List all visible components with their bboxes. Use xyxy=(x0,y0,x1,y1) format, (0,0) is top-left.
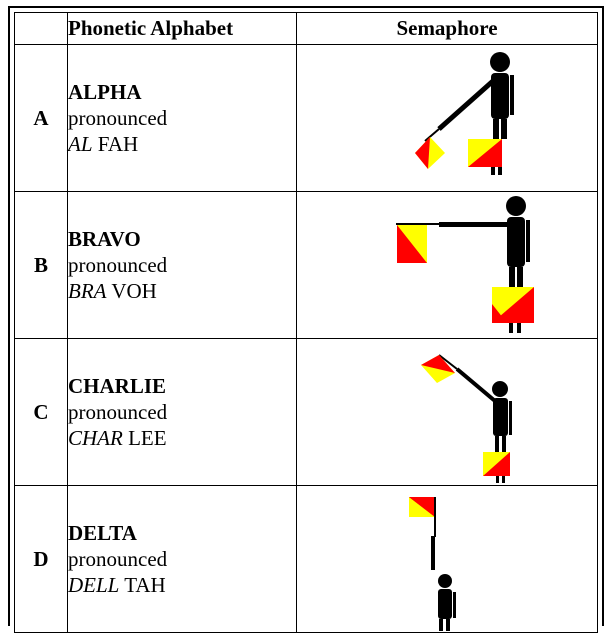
table-row: B BRAVO pronounced BRA VOH xyxy=(14,191,598,339)
pronunciation-rest: FAH xyxy=(92,132,139,156)
row-letter: D xyxy=(14,485,68,633)
semaphore-b-icon xyxy=(396,196,534,333)
pronunciation-rest: VOH xyxy=(106,279,157,303)
phonetic-word: BRAVO xyxy=(68,227,141,251)
phonetic-semaphore-table: Phonetic Alphabet Semaphore A ALPHA pron… xyxy=(14,12,598,633)
row-letter: C xyxy=(14,338,68,486)
pronunciation-stress: CHAR xyxy=(68,426,123,450)
pronunciation: AL FAH xyxy=(68,131,296,157)
semaphore-cell xyxy=(296,191,598,339)
pronunciation-stress: AL xyxy=(68,132,93,156)
table-outer-frame xyxy=(8,6,604,626)
semaphore-cell xyxy=(296,338,598,486)
table-row: C CHARLIE pronounced CHAR LEE xyxy=(14,338,598,486)
semaphore-d-icon xyxy=(409,497,456,631)
row-phonetic: CHARLIE pronounced CHAR LEE xyxy=(67,338,297,486)
row-phonetic: DELTA pronounced DELL TAH xyxy=(67,485,297,633)
semaphore-a-icon xyxy=(415,52,514,175)
header-row: Phonetic Alphabet Semaphore xyxy=(14,12,598,45)
table-row: D DELTA pronounced DELL TAH xyxy=(14,485,598,633)
table-row: A ALPHA pronounced AL FAH xyxy=(14,44,598,192)
pronunciation: BRA VOH xyxy=(68,278,296,304)
pronounced-label: pronounced xyxy=(68,253,168,277)
pronounced-label: pronounced xyxy=(68,400,168,424)
phonetic-word: CHARLIE xyxy=(68,374,167,398)
pronounced-label: pronounced xyxy=(68,547,168,571)
pronunciation-rest: LEE xyxy=(122,426,167,450)
semaphore-c-icon xyxy=(421,354,512,483)
row-letter: B xyxy=(14,191,68,339)
pronunciation-rest: TAH xyxy=(119,573,166,597)
semaphore-cell xyxy=(296,44,598,192)
pronunciation-stress: BRA xyxy=(68,279,107,303)
header-phonetic-alphabet: Phonetic Alphabet xyxy=(67,12,297,45)
header-letter xyxy=(14,12,68,45)
row-phonetic: BRAVO pronounced BRA VOH xyxy=(67,191,297,339)
pronunciation-stress: DELL xyxy=(68,573,120,597)
row-phonetic: ALPHA pronounced AL FAH xyxy=(67,44,297,192)
header-semaphore: Semaphore xyxy=(296,12,598,45)
pronounced-label: pronounced xyxy=(68,106,168,130)
row-letter: A xyxy=(14,44,68,192)
pronunciation: DELL TAH xyxy=(68,572,296,598)
phonetic-word: DELTA xyxy=(68,521,137,545)
phonetic-word: ALPHA xyxy=(68,80,142,104)
semaphore-cell xyxy=(296,485,598,633)
pronunciation: CHAR LEE xyxy=(68,425,296,451)
